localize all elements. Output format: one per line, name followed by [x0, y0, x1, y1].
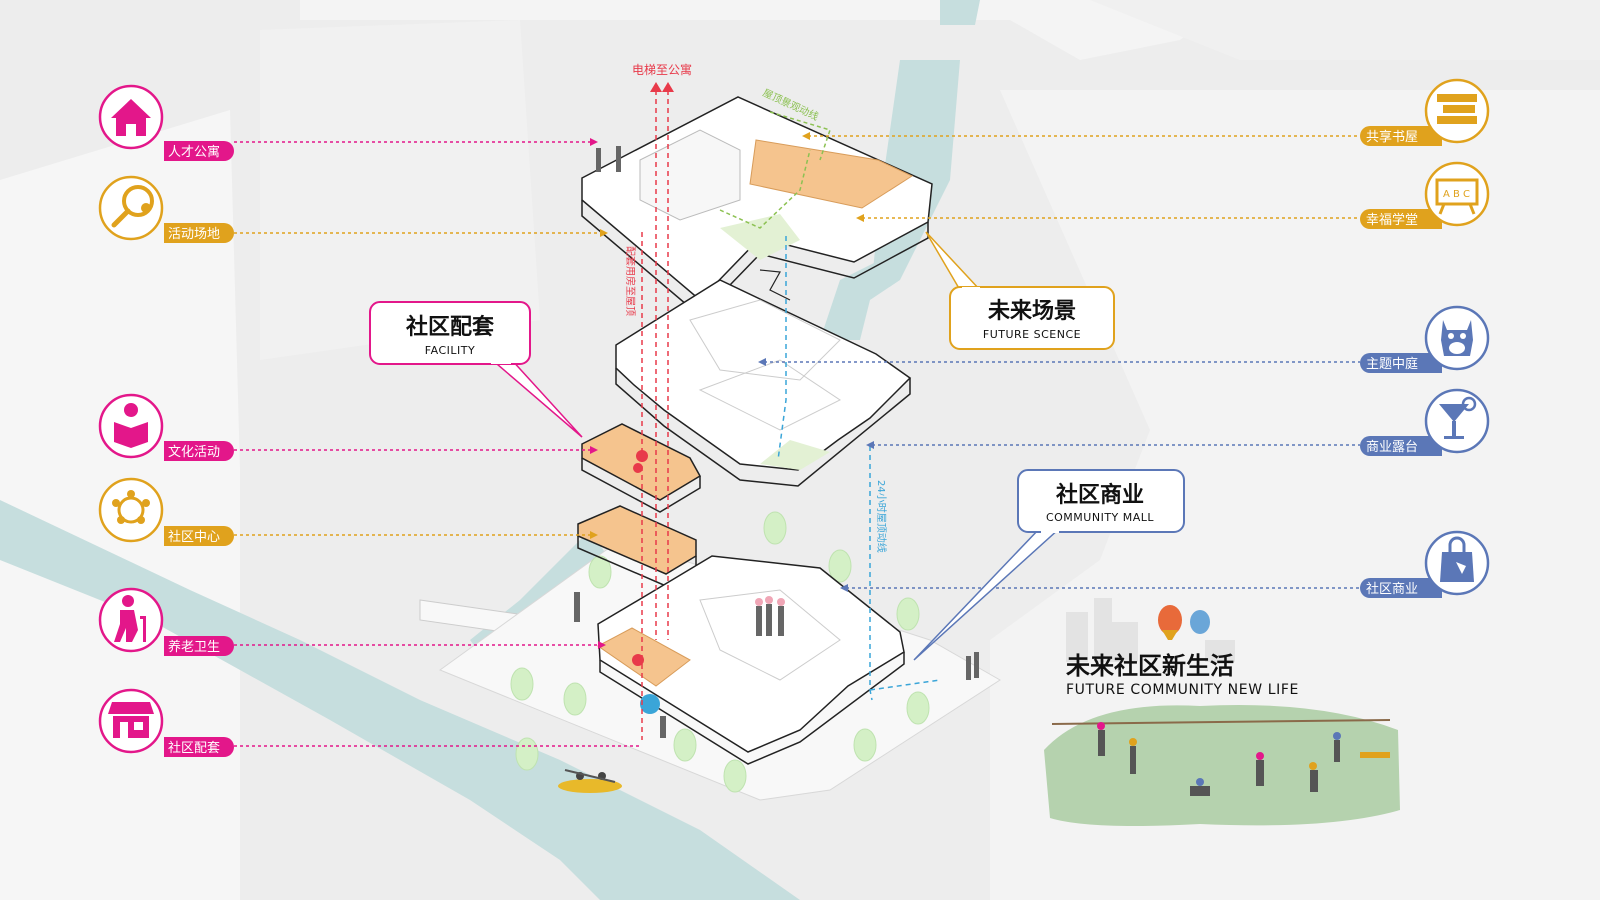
cocktail-icon — [1439, 396, 1477, 439]
paddle-ball-icon — [111, 185, 154, 228]
right-item-label-2: 主题中庭 — [1366, 356, 1418, 372]
kayak-illustration — [558, 769, 622, 793]
left-item-5: 社区配套 — [98, 688, 234, 757]
reading-person-icon — [114, 403, 148, 448]
elderly-cane-icon — [114, 595, 146, 642]
elevator-label: 电梯至公寓 — [632, 62, 692, 77]
right-item-0: 共享书屋 — [1360, 78, 1490, 146]
lifestyle-title: 未来社区新生活 — [1066, 652, 1234, 680]
left-item-label-4: 养老卫生 — [168, 639, 220, 655]
elevator-arrows — [650, 82, 674, 92]
right-item-label-4: 社区商业 — [1366, 581, 1418, 597]
left-item-label-1: 活动场地 — [168, 227, 220, 242]
left-item-label-2: 文化活动 — [168, 445, 220, 460]
facility-nodes — [632, 450, 648, 666]
left-connectors — [234, 141, 640, 747]
lifestyle-illustration: 未来社区新生活 FUTURE COMMUNITY NEW LIFE — [1044, 598, 1400, 826]
svg-text:A B C: A B C — [1443, 189, 1470, 200]
right-item-label-1: 幸福学堂 — [1366, 212, 1418, 228]
callout-mall-title: 社区商业 — [1056, 482, 1144, 508]
right-connector-arrows — [758, 132, 874, 592]
left-item-label-3: 社区中心 — [168, 529, 220, 545]
callout-facility-title: 社区配套 — [406, 314, 494, 340]
callout-future: 未来场景 FUTURE SCENCE — [925, 231, 1115, 350]
support-route-label: 配套用房至屋顶 — [624, 246, 637, 316]
storefront-icon — [108, 702, 154, 738]
callout-facility-subtitle: FACILITY — [425, 344, 475, 357]
right-item-label-0: 共享书屋 — [1366, 129, 1418, 145]
callout-future-subtitle: FUTURE SCENCE — [983, 328, 1081, 341]
trees — [510, 511, 930, 793]
elevator-lines — [641, 90, 669, 740]
facility-floor-upper — [581, 423, 702, 513]
night-route-label: 24小时屋顶动线 — [875, 480, 888, 553]
right-item-4: 社区商业 — [1360, 530, 1490, 598]
right-item-3: 商业露台 — [1360, 388, 1490, 456]
shopping-bag-icon — [1440, 536, 1474, 582]
callout-mall: 社区商业 COMMUNITY MALL — [913, 469, 1185, 661]
books-stack-icon — [1437, 94, 1477, 124]
callout-mall-subtitle: COMMUNITY MALL — [1046, 511, 1154, 524]
left-item-label-0: 人才公寓 — [168, 144, 220, 160]
lifestyle-subtitle: FUTURE COMMUNITY NEW LIFE — [1066, 682, 1299, 698]
right-connectors — [764, 135, 1360, 589]
people-circle-icon — [112, 490, 150, 524]
ground-floor — [597, 555, 905, 765]
left-item-3: 社区中心 — [98, 477, 234, 546]
left-item-1: 活动场地 — [98, 175, 234, 243]
commercial-floor — [615, 279, 912, 487]
left-item-0: 人才公寓 — [98, 84, 234, 161]
right-item-2: 主题中庭 — [1360, 305, 1490, 373]
night-route-line — [777, 236, 941, 701]
left-item-2: 文化活动 — [98, 393, 234, 461]
left-item-4: 养老卫生 — [98, 587, 234, 656]
roof-floor — [581, 96, 933, 318]
people-figures — [574, 146, 979, 738]
callout-facility: 社区配套 FACILITY — [369, 301, 583, 438]
abc-board-icon: A B C — [1435, 178, 1479, 215]
house-icon — [111, 99, 151, 136]
right-item-1: A B C 幸福学堂 — [1360, 161, 1490, 229]
left-connector-arrows — [590, 138, 608, 649]
left-item-label-5: 社区配套 — [168, 740, 220, 756]
callout-future-title: 未来场景 — [988, 299, 1076, 324]
hot-air-balloons — [1158, 605, 1210, 640]
totoro-icon — [1441, 320, 1473, 356]
right-item-label-3: 商业露台 — [1366, 440, 1418, 455]
